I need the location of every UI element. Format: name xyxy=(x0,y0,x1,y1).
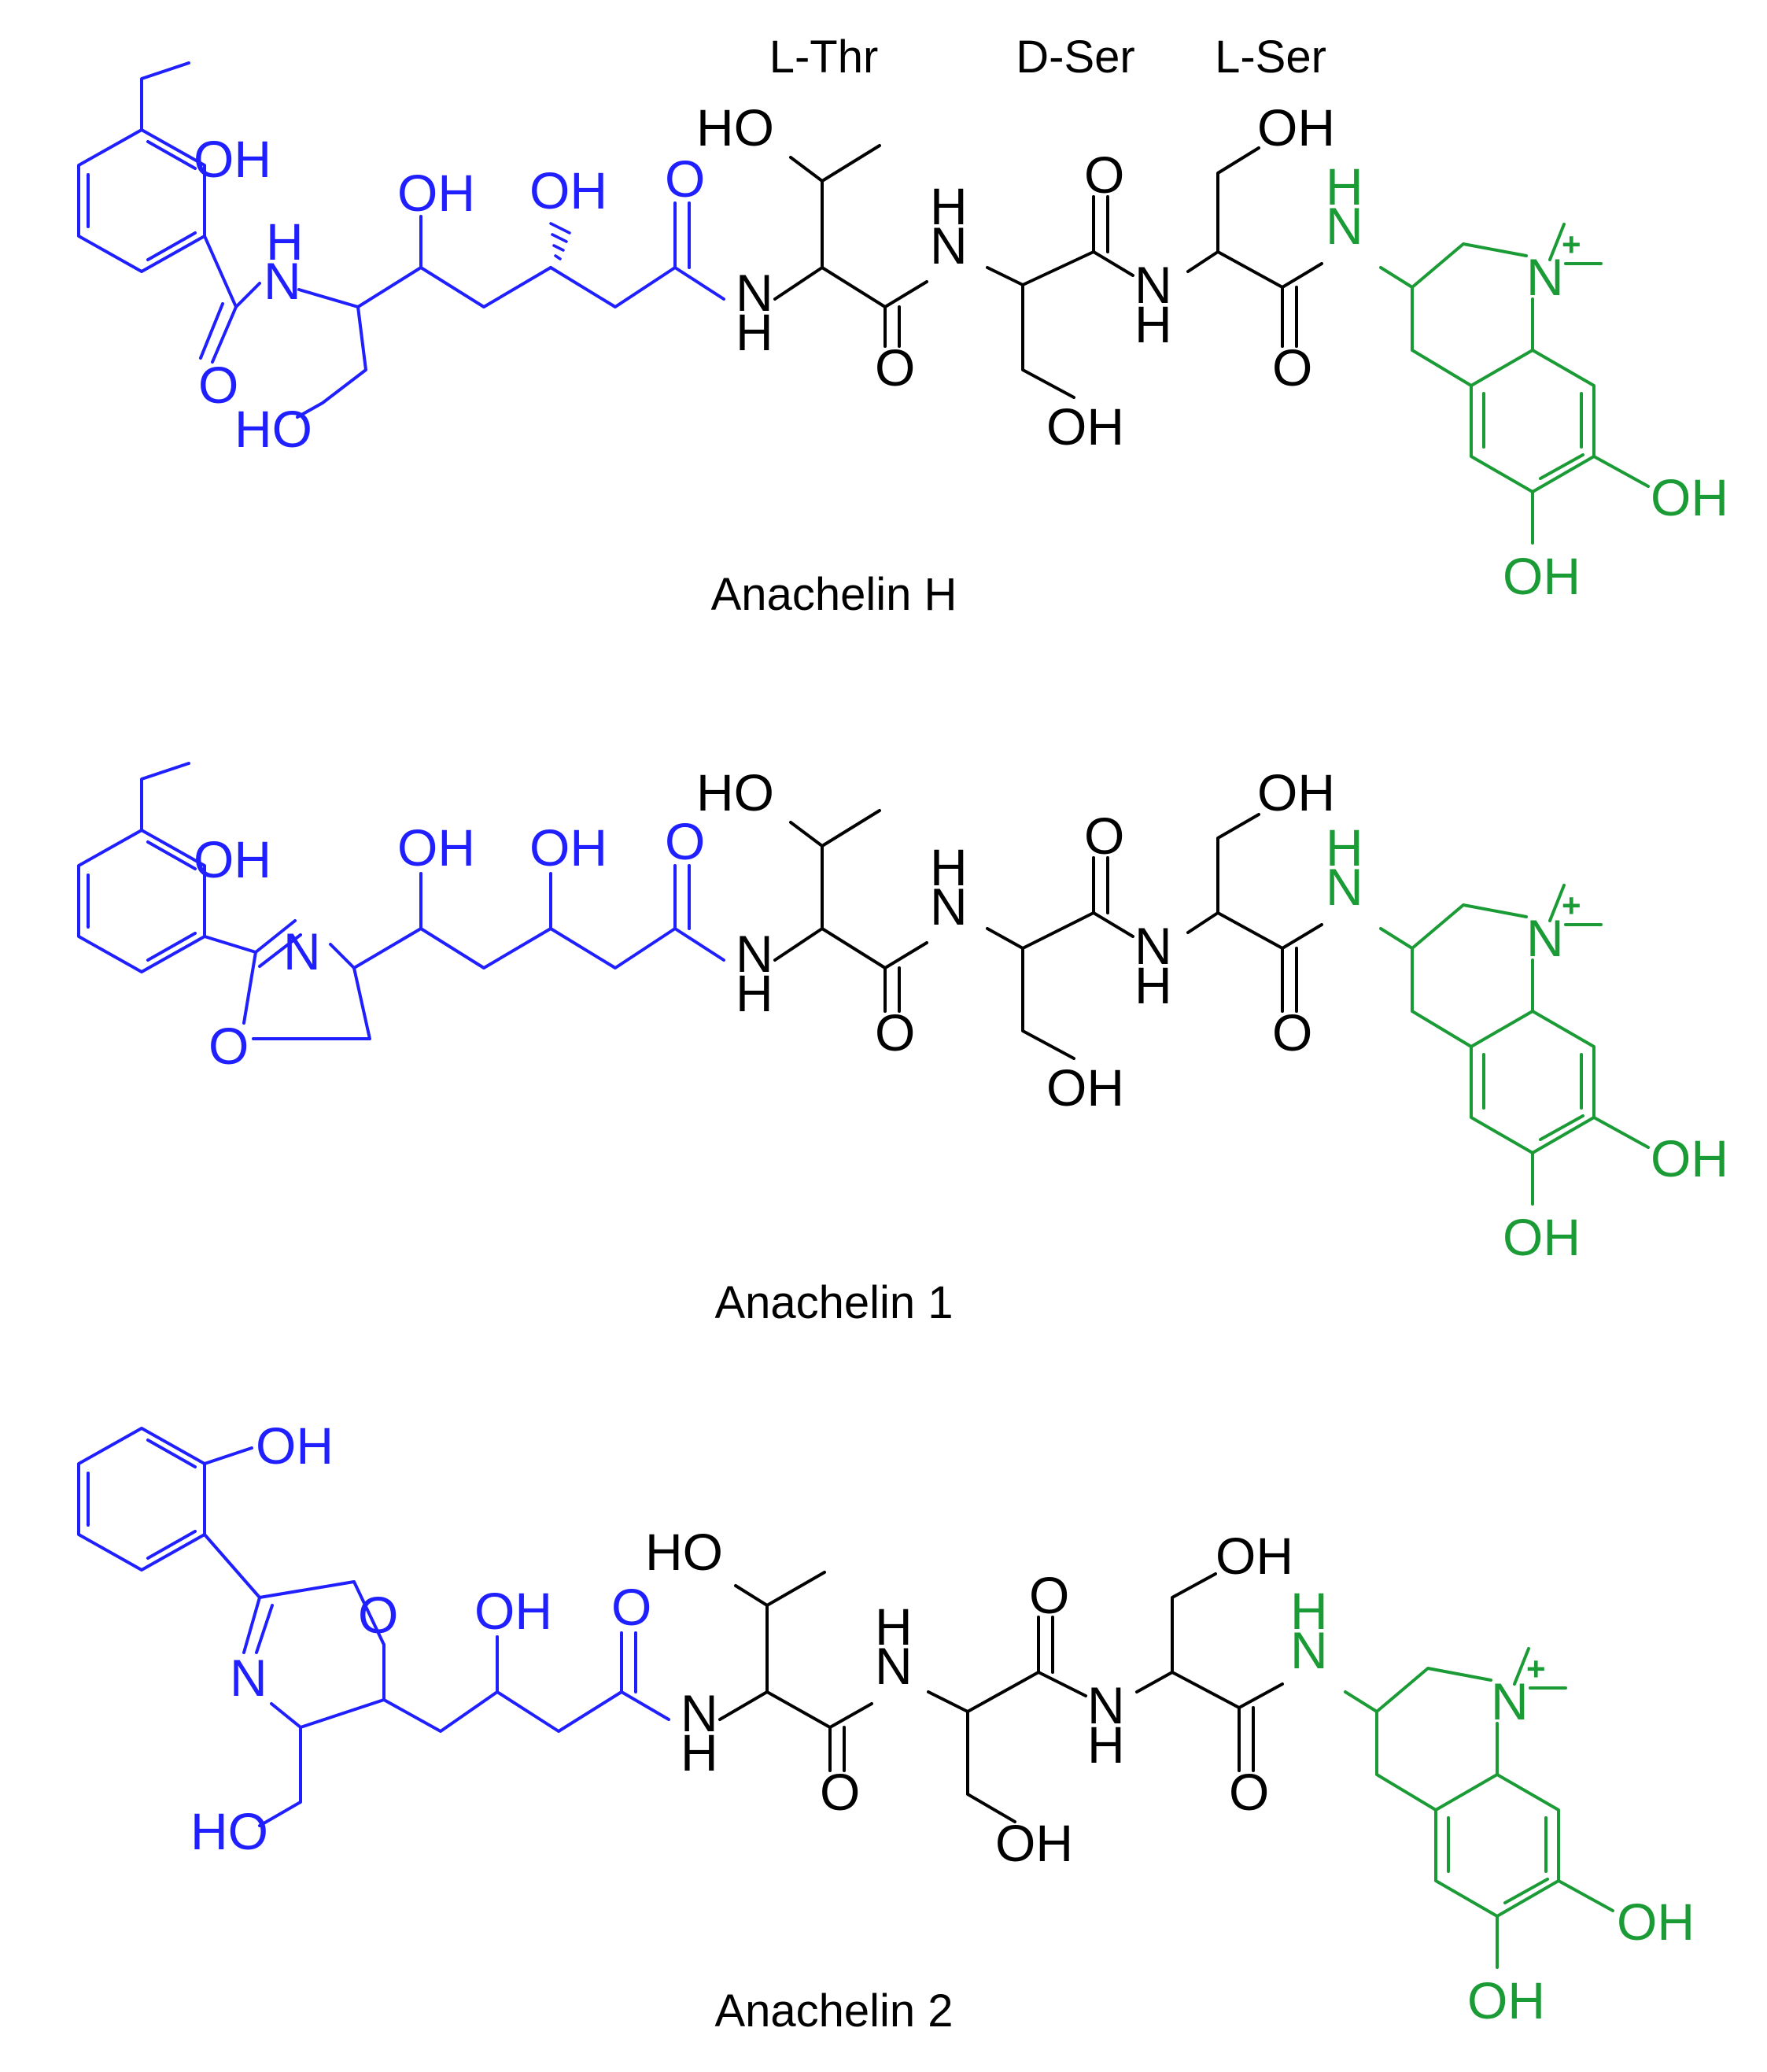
structure-anachelin-2: OH N O HO OH O HO N H O H N OH O xyxy=(77,1416,1695,2037)
compound-name-anachelin-h: Anachelin H xyxy=(711,569,957,620)
atom-o: O xyxy=(1272,338,1312,397)
atom-o: O xyxy=(1029,1566,1069,1624)
atom-n-plus: N xyxy=(1526,248,1564,306)
atom-h: H xyxy=(266,212,304,271)
atom-oh: OH xyxy=(1617,1893,1695,1951)
atom-ho: HO xyxy=(696,763,774,822)
atom-o: O xyxy=(1229,1763,1269,1821)
atom-o: O xyxy=(358,1586,398,1644)
atom-oh: OH xyxy=(995,1814,1073,1872)
atom-oh: OH xyxy=(474,1582,552,1640)
atom-oh: OH xyxy=(529,818,607,877)
atom-oh: OH xyxy=(1046,1058,1124,1117)
atom-h: H xyxy=(1326,157,1363,216)
quinolinium-fragment-2 xyxy=(1344,1647,1614,1969)
atom-n: N xyxy=(1134,917,1172,975)
salicyl-fragment-h xyxy=(77,61,725,419)
atom-oh: OH xyxy=(1503,1208,1581,1266)
atom-n: N xyxy=(230,1649,267,1707)
atom-oh: OH xyxy=(1257,763,1335,822)
positive-charge: + xyxy=(1562,226,1581,263)
residue-label-l-ser: L-Ser xyxy=(1215,31,1326,83)
residue-label-d-ser: D-Ser xyxy=(1016,31,1134,83)
atom-n: N xyxy=(1134,256,1172,314)
salicyl-fragment-1 xyxy=(77,762,725,1040)
atom-o: O xyxy=(611,1578,651,1636)
structure-anachelin-1: OH N O OH OH O HO N H O H N OH O xyxy=(77,762,1728,1328)
atom-o: O xyxy=(820,1763,860,1821)
atom-n-plus: N xyxy=(1526,909,1564,967)
atom-h: H xyxy=(875,1597,913,1656)
atom-n: N xyxy=(736,264,773,322)
atom-n: N xyxy=(681,1684,718,1742)
atom-oh: OH xyxy=(194,130,271,188)
atom-ho: HO xyxy=(696,98,774,157)
atom-o: O xyxy=(208,1017,249,1075)
atom-h: H xyxy=(1290,1582,1328,1640)
structure-anachelin-h: OH H N O HO OH OH O HO N H O H xyxy=(77,61,1728,620)
positive-charge: + xyxy=(1526,1650,1546,1687)
peptide-fragment-2 xyxy=(718,1571,1284,1823)
atom-oh: OH xyxy=(397,818,475,877)
atom-oh: OH xyxy=(194,830,271,888)
atom-ho: HO xyxy=(190,1802,268,1860)
atom-h: H xyxy=(1134,956,1172,1014)
atom-o: O xyxy=(1272,1003,1312,1062)
atom-oh: OH xyxy=(1467,1971,1545,2030)
atom-oh: OH xyxy=(1046,397,1124,456)
atom-oh: OH xyxy=(1651,1129,1728,1187)
salicyl-fragment-2 xyxy=(77,1427,670,1827)
atom-oh: OH xyxy=(397,164,475,222)
atom-n: N xyxy=(1326,858,1363,916)
compound-name-anachelin-1: Anachelin 1 xyxy=(714,1277,953,1328)
atom-o: O xyxy=(875,338,915,397)
peptide-fragment-1 xyxy=(773,809,1323,1060)
atom-oh: OH xyxy=(1651,468,1728,526)
atom-n: N xyxy=(930,877,968,936)
atom-oh: OH xyxy=(1216,1527,1293,1585)
residue-label-l-thr: L-Thr xyxy=(769,31,879,83)
atom-n: N xyxy=(875,1637,913,1695)
atom-n: N xyxy=(1087,1676,1125,1734)
atom-h: H xyxy=(681,1723,718,1782)
atom-h: H xyxy=(736,964,773,1022)
atom-n-plus: N xyxy=(1491,1672,1529,1730)
atom-oh: OH xyxy=(1503,547,1581,605)
atom-o: O xyxy=(665,150,705,208)
atom-h: H xyxy=(1087,1716,1125,1774)
atom-n: N xyxy=(930,216,968,275)
atom-h: H xyxy=(930,177,968,235)
atom-o: O xyxy=(665,812,705,870)
atom-o: O xyxy=(198,356,238,414)
atom-h: H xyxy=(930,838,968,896)
atom-n: N xyxy=(283,922,321,981)
quinolinium-fragment-h xyxy=(1379,223,1650,545)
atom-n: N xyxy=(1290,1621,1328,1679)
atom-oh: OH xyxy=(529,161,607,220)
peptide-fragment-h xyxy=(773,144,1323,399)
atom-h: H xyxy=(1326,818,1363,877)
atom-o: O xyxy=(1084,146,1124,204)
atom-n: N xyxy=(736,925,773,983)
atom-n: N xyxy=(264,252,301,310)
compound-name-anachelin-2: Anachelin 2 xyxy=(714,1985,953,2037)
atom-o: O xyxy=(875,1003,915,1062)
atom-ho: HO xyxy=(645,1523,723,1581)
atom-n: N xyxy=(1326,197,1363,255)
atom-h: H xyxy=(1134,295,1172,353)
atom-ho: HO xyxy=(234,400,312,458)
atom-oh: OH xyxy=(1257,98,1335,157)
atom-h: H xyxy=(736,303,773,361)
atom-o: O xyxy=(1084,807,1124,865)
positive-charge: + xyxy=(1562,887,1581,924)
quinolinium-fragment-1 xyxy=(1379,884,1650,1206)
atom-oh: OH xyxy=(256,1416,334,1475)
